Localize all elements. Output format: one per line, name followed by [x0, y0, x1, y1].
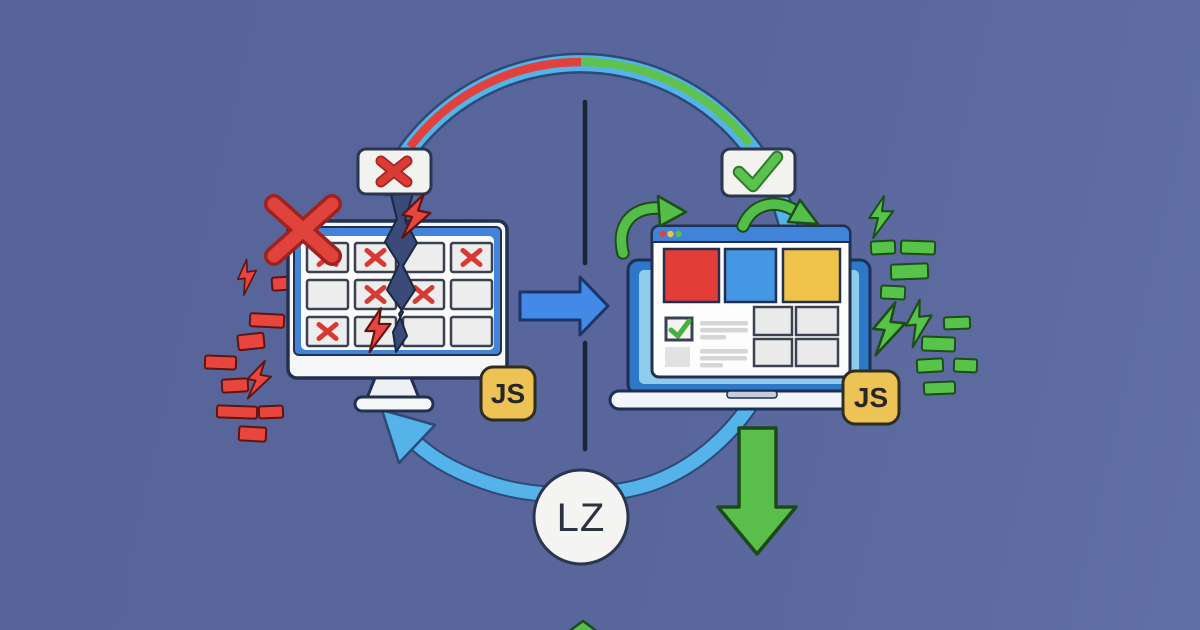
grid-cell: [449, 315, 494, 348]
placeholder-text-line: [700, 363, 723, 368]
refresh-arrow-left: [614, 194, 688, 260]
browser-window: [650, 224, 852, 379]
lightning-bolt-icon: [904, 298, 933, 349]
placeholder-text-line: [700, 349, 748, 354]
check-icon: [732, 150, 784, 193]
grid-cell: [401, 315, 446, 348]
bottom-diamond-icon: [568, 619, 598, 630]
error-x-icon: [264, 194, 342, 266]
code-fragment: [889, 262, 930, 281]
lightning-bolt-icon: [871, 301, 907, 357]
x-icon: [364, 248, 387, 267]
placeholder-text-line: [700, 335, 726, 340]
content-card: [794, 305, 840, 337]
lightning-bolt-icon: [364, 306, 392, 354]
grid-cell: [449, 278, 494, 311]
download-arrow-icon: [716, 426, 798, 556]
x-icon: [316, 322, 339, 341]
lz-node-label: LZ: [557, 496, 606, 540]
code-fragment: [942, 315, 972, 331]
browser-title-bar: [651, 225, 851, 243]
content-block-yellow: [781, 247, 842, 304]
laptop-notch: [726, 390, 778, 399]
placeholder-text-line: [700, 321, 748, 326]
js-badge-right-label: JS: [854, 382, 888, 413]
broken-code-fragments: [203, 275, 297, 443]
code-fragment: [922, 380, 957, 396]
lz-node: LZ: [532, 468, 630, 566]
minimize-dot-icon: [667, 230, 674, 238]
success-badge: [720, 147, 797, 198]
placeholder-box: [665, 347, 690, 367]
content-block-red: [662, 247, 721, 304]
code-fragment: [952, 357, 979, 374]
code-fragment: [899, 239, 937, 256]
monitor-grid: [305, 241, 494, 348]
grid-cell: [305, 278, 350, 311]
placeholder-text-line: [700, 356, 747, 361]
x-icon: [375, 155, 413, 188]
code-fragment: [237, 425, 268, 443]
code-fragment: [257, 404, 285, 420]
curved-arrow-icon: [786, 198, 820, 226]
curved-arrow-icon: [656, 194, 688, 228]
content-card: [794, 337, 840, 368]
code-fragment: [203, 354, 238, 371]
js-badge-left: JS: [479, 365, 537, 422]
content-card: [752, 337, 794, 368]
content-card: [752, 305, 794, 337]
checkmark-icon: [668, 318, 692, 339]
lightning-bolt-icon: [236, 258, 258, 296]
placeholder-text-line: [700, 328, 748, 333]
content-block-blue: [723, 247, 778, 304]
lightning-bolt-icons: [236, 193, 933, 400]
monitor-stand: [365, 376, 421, 400]
close-dot-icon: [659, 230, 666, 238]
lightning-bolt-icon: [868, 194, 895, 240]
code-fragment: [215, 404, 259, 420]
js-badge-left-label: JS: [491, 378, 525, 409]
cycle-success-segment: [580, 57, 754, 147]
code-fragment: [236, 331, 266, 352]
maximize-dot-icon: [675, 230, 682, 238]
refresh-arrow-right: [736, 197, 820, 233]
x-icon: [364, 285, 387, 304]
lightning-bolt-icon: [246, 360, 272, 400]
return-arrow-icon: [380, 408, 437, 465]
transform-arrow-icon: [518, 275, 610, 337]
js-badge-right: JS: [841, 369, 901, 426]
clean-code-fragments: [869, 239, 979, 396]
error-badge: [356, 147, 433, 196]
cycle-error-segment: [406, 57, 582, 150]
monitor-base: [353, 395, 435, 413]
code-fragment: [869, 239, 897, 256]
code-fragment: [915, 357, 945, 374]
x-icon: [460, 248, 483, 267]
lightning-bolt-icon: [400, 193, 432, 240]
x-icon: [412, 285, 435, 304]
code-fragment: [920, 335, 957, 353]
code-fragment: [220, 377, 250, 394]
code-fragment: [879, 284, 907, 301]
code-fragment: [248, 312, 286, 329]
